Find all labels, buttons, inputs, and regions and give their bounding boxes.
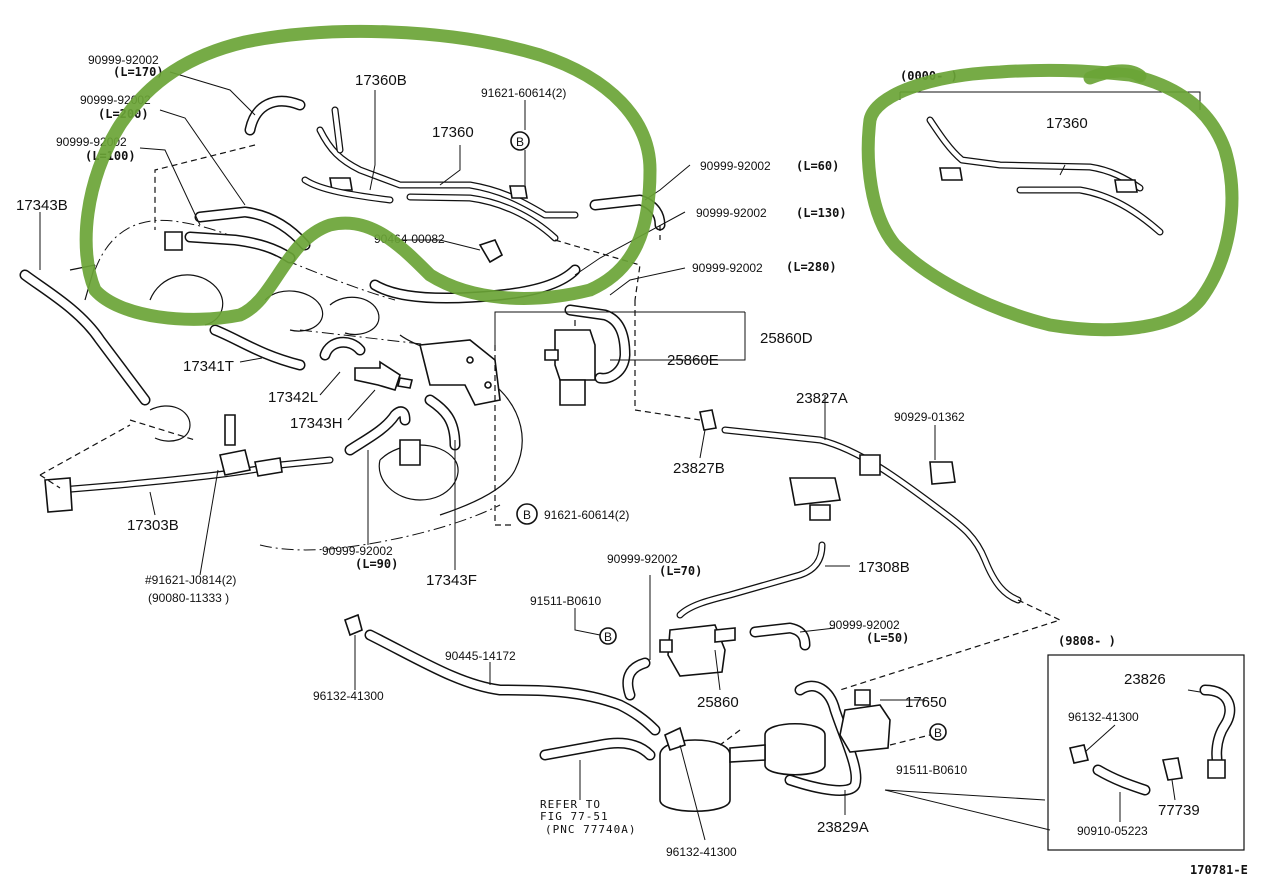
hose-17343f — [424, 394, 461, 451]
b-marker-mid: B — [516, 503, 538, 525]
label-90910-05223: 90910-05223 — [1077, 824, 1148, 838]
pipe-17360b — [316, 106, 579, 219]
b-marker-lower: B — [599, 627, 617, 645]
label-17342l: 17342L — [268, 389, 318, 406]
label-17341t: 17341T — [183, 358, 234, 375]
label-17360: 17360 — [432, 124, 474, 141]
label-96132-41300-c: 96132-41300 — [1068, 710, 1139, 724]
label-l280: (L=280) — [786, 260, 837, 274]
pipe-17360 — [301, 176, 559, 242]
label-25860e: 25860E — [667, 352, 719, 369]
hose-90999-l170 — [244, 95, 306, 136]
label-17360-right: 17360 — [1046, 115, 1088, 132]
label-90999-92002-l90: 90999-92002 — [322, 544, 393, 558]
label-90929-01362: 90929-01362 — [894, 410, 965, 424]
b-marker-top: B — [510, 131, 530, 151]
figure-id: 170781-E — [1190, 863, 1248, 877]
fitting-17343h — [354, 360, 413, 391]
label-l50: (L=50) — [866, 631, 909, 645]
label-90999-92002-l60: 90999-92002 — [700, 159, 771, 173]
label-90999-92002-l170: 90999-92002 — [88, 53, 159, 67]
label-25860: 25860 — [697, 694, 739, 711]
hose-90999-l50 — [749, 622, 811, 651]
dashed-leaders — [39, 144, 1062, 746]
label-refer-3: (PNC 77740A) — [545, 823, 636, 836]
label-17360b: 17360B — [355, 72, 407, 89]
svg-text:B: B — [523, 508, 531, 522]
label-91511-b0610-b: 91511-B0610 — [896, 763, 968, 777]
label-23827a: 23827A — [796, 390, 848, 407]
bracket-0000 — [899, 91, 1201, 110]
label-23826: 23826 — [1124, 671, 1166, 688]
label-91621-60614-top: 91621-60614(2) — [481, 86, 566, 100]
label-refer-1: REFER TO — [540, 798, 601, 811]
label-l90: (L=90) — [355, 557, 398, 571]
label-17343b: 17343B — [16, 197, 68, 214]
label-17303b: 17303B — [127, 517, 179, 534]
label-91621-60614-mid: 91621-60614(2) — [544, 508, 629, 522]
svg-text:B: B — [516, 135, 524, 149]
label-17343h: 17343H — [290, 415, 343, 432]
label-23827b: 23827B — [673, 460, 725, 477]
clamp-96132-a — [343, 613, 363, 637]
label-77739: 77739 — [1158, 802, 1200, 819]
label-refer-2: FIG 77-51 — [540, 810, 609, 823]
label-91511-b0610-a: 91511-B0610 — [530, 594, 602, 608]
label-17650: 17650 — [905, 694, 947, 711]
hose-23829a — [784, 680, 862, 796]
label-90999-92002-l50: 90999-92002 — [829, 618, 900, 632]
label-90999-92002-l280: 90999-92002 — [692, 261, 763, 275]
vsv-25860d — [789, 477, 841, 521]
label-96132-41300-b: 96132-41300 — [666, 845, 737, 859]
pipe-23827a — [721, 426, 1022, 604]
label-25860d: 25860D — [760, 330, 813, 347]
label-17343f: 17343F — [426, 572, 477, 589]
hose-90999-l60 — [589, 194, 666, 231]
canister-assembly — [659, 722, 826, 813]
hose-17342l — [319, 336, 366, 361]
hose-l70-small — [622, 657, 651, 701]
clamp-90464 — [478, 239, 504, 264]
hose-refer — [539, 737, 656, 761]
annotation-circle-right — [861, 63, 1239, 337]
label-90080-11333: (90080-11333 ) — [148, 591, 229, 605]
vsv-17650 — [839, 689, 891, 753]
label-l70: (L=70) — [659, 564, 702, 578]
label-17308b: 17308B — [858, 559, 910, 576]
b-marker-right: B — [929, 723, 947, 741]
cushion-90929 — [929, 461, 956, 485]
label-l130: (L=130) — [796, 206, 847, 220]
annotation-circle-left — [79, 24, 657, 326]
label-l170: (L=170) — [113, 65, 164, 79]
label-9808: (9808- ) — [1058, 634, 1116, 648]
hose-90999-l130 — [564, 304, 631, 384]
label-96132-41300-a: 96132-41300 — [313, 689, 384, 703]
vsv-25860 — [659, 624, 736, 677]
label-91621-j0814: #91621-J0814(2) — [145, 573, 236, 587]
svg-text:B: B — [934, 726, 942, 740]
hose-17343b — [19, 269, 151, 406]
label-90999-92002-l70: 90999-92002 — [607, 552, 678, 566]
pipe-17308b — [676, 541, 826, 619]
pipe-17303b — [44, 414, 334, 513]
inset-box-9808 — [1047, 654, 1245, 851]
vsv-25860e — [544, 329, 596, 406]
hose-90445 — [364, 629, 661, 736]
pipe-17360-right — [926, 116, 1164, 236]
hose-90999-l90 — [344, 406, 411, 456]
label-23829a: 23829A — [817, 819, 869, 836]
hose-17341t — [209, 324, 306, 371]
label-90999-92002-l130: 90999-92002 — [696, 206, 767, 220]
label-90445-14172: 90445-14172 — [445, 649, 516, 663]
part-labels: 90999-92002 (L=170) 90999-92002 (L=200) … — [16, 53, 1248, 877]
hose-90999-l100 — [164, 231, 296, 264]
bracket-25860d — [418, 339, 501, 406]
svg-text:B: B — [604, 630, 612, 644]
clip-23827b — [699, 409, 717, 431]
label-l60: (L=60) — [796, 159, 839, 173]
